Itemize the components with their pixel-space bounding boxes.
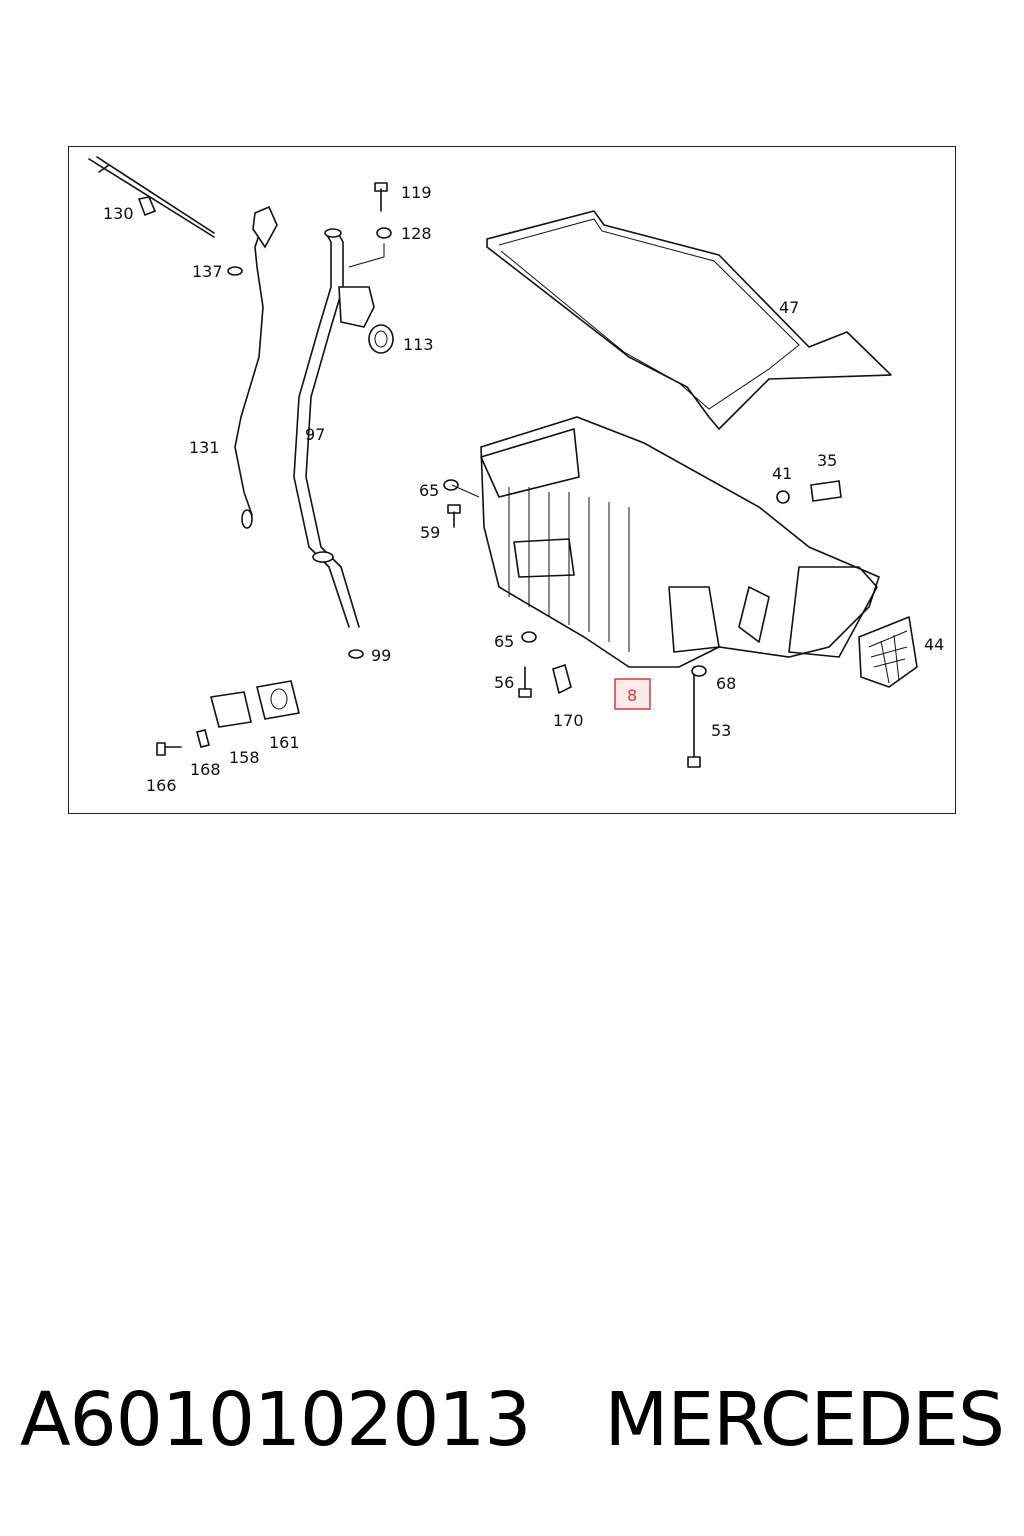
callout-168: 168 <box>190 760 221 779</box>
callout-131: 131 <box>189 438 220 457</box>
parts-diagram-frame: 119 128 130 137 113 47 97 131 41 35 65 5… <box>68 146 956 814</box>
callout-166: 166 <box>146 776 177 795</box>
oil-pan-drawing <box>88 156 918 768</box>
callout-130: 130 <box>103 204 134 223</box>
callout-68: 68 <box>716 674 736 693</box>
callout-56: 56 <box>494 673 514 692</box>
brand-name: MERCEDES <box>604 1377 1004 1463</box>
callout-128: 128 <box>401 224 432 243</box>
callout-59: 59 <box>420 523 440 542</box>
callout-119: 119 <box>401 183 432 202</box>
callout-137: 137 <box>192 262 223 281</box>
callout-161: 161 <box>269 733 300 752</box>
highlighted-part-marker[interactable]: 8 <box>614 678 651 710</box>
callout-97: 97 <box>305 425 325 444</box>
callout-65-upper: 65 <box>419 481 439 500</box>
callout-44: 44 <box>924 635 944 654</box>
callout-65-lower: 65 <box>494 632 514 651</box>
callout-53: 53 <box>711 721 731 740</box>
highlight-box[interactable] <box>614 678 651 710</box>
callout-47: 47 <box>779 298 799 317</box>
callout-41: 41 <box>772 464 792 483</box>
callout-170: 170 <box>553 711 584 730</box>
callout-113: 113 <box>403 335 434 354</box>
product-caption: A6010102013 MERCEDES <box>0 1370 1024 1470</box>
callout-99: 99 <box>371 646 391 665</box>
callout-labels: 119 128 130 137 113 47 97 131 41 35 65 5… <box>103 183 944 795</box>
callout-35: 35 <box>817 451 837 470</box>
highlighted-part-number[interactable]: 8 <box>627 686 637 705</box>
parts-diagram: 119 128 130 137 113 47 97 131 41 35 65 5… <box>88 156 944 795</box>
callout-158: 158 <box>229 748 260 767</box>
part-number: A6010102013 <box>20 1377 531 1463</box>
